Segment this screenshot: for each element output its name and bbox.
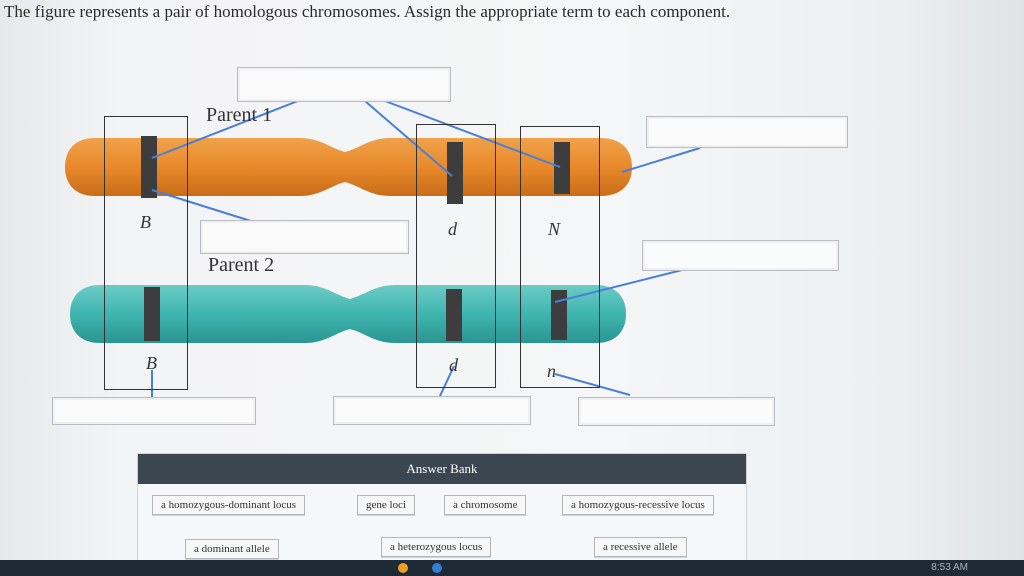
locus-box-d bbox=[416, 124, 496, 388]
leader-line bbox=[151, 189, 255, 223]
drop-target-right-middle[interactable] bbox=[642, 240, 839, 271]
parent2-label: Parent 2 bbox=[208, 254, 275, 276]
answer-bank: Answer Bank a homozygous-dominant locus … bbox=[137, 453, 747, 565]
homologous-chromosome-figure bbox=[65, 96, 701, 397]
parent1-chromosome bbox=[65, 138, 632, 196]
parent2-band-n bbox=[551, 290, 567, 340]
leader-line bbox=[384, 100, 561, 168]
drop-target-right-upper[interactable] bbox=[646, 116, 848, 148]
drop-target-bottom-right[interactable] bbox=[578, 397, 775, 426]
leader-lines bbox=[151, 96, 701, 397]
answer-chip[interactable]: a homozygous-dominant locus bbox=[152, 495, 306, 515]
answer-chip[interactable]: a dominant allele bbox=[185, 539, 279, 559]
answer-chip[interactable]: a recessive allele bbox=[594, 537, 687, 557]
drop-target-bottom-left[interactable] bbox=[52, 397, 256, 425]
answer-chip[interactable]: gene loci bbox=[357, 495, 416, 515]
leader-line bbox=[439, 365, 455, 397]
allele-top-d: d bbox=[448, 219, 457, 239]
parent1-band-n bbox=[554, 142, 570, 194]
leader-line bbox=[554, 373, 631, 396]
allele-top-n: N bbox=[548, 219, 561, 239]
answer-chip[interactable]: a heterozygous locus bbox=[381, 537, 492, 557]
parent2-chromosome bbox=[70, 285, 626, 343]
allele-bottom-d: d bbox=[449, 355, 458, 375]
answer-chip[interactable]: a chromosome bbox=[444, 495, 527, 515]
question-prompt: The figure represents a pair of homologo… bbox=[4, 2, 731, 21]
drop-target-top-center[interactable] bbox=[237, 67, 451, 102]
drop-target-bottom-center[interactable] bbox=[333, 396, 531, 425]
allele-bottom-b: B bbox=[146, 353, 157, 373]
parent1-band-d bbox=[447, 142, 463, 204]
locus-box-b bbox=[104, 116, 188, 390]
parent1-band-b bbox=[141, 136, 157, 198]
locus-box-n bbox=[520, 126, 600, 388]
answer-bank-header: Answer Bank bbox=[138, 454, 746, 484]
taskbar-clock: 8:53 AM bbox=[931, 562, 968, 573]
parent1-label: Parent 1 bbox=[206, 104, 273, 126]
leader-line bbox=[554, 267, 691, 303]
parent2-band-b bbox=[144, 287, 160, 341]
allele-bottom-n: n bbox=[547, 361, 556, 381]
answer-chip[interactable]: a homozygous-recessive locus bbox=[562, 495, 714, 515]
allele-top-b: B bbox=[140, 212, 151, 232]
drop-target-center-left[interactable] bbox=[200, 220, 409, 254]
parent2-band-d bbox=[446, 289, 462, 341]
taskbar: 8:53 AM bbox=[0, 560, 1024, 576]
taskbar-app-icon[interactable] bbox=[398, 563, 408, 573]
leader-line bbox=[621, 147, 701, 173]
leader-line bbox=[364, 100, 453, 177]
leader-line bbox=[151, 96, 309, 159]
taskbar-app-icon[interactable] bbox=[432, 563, 442, 573]
